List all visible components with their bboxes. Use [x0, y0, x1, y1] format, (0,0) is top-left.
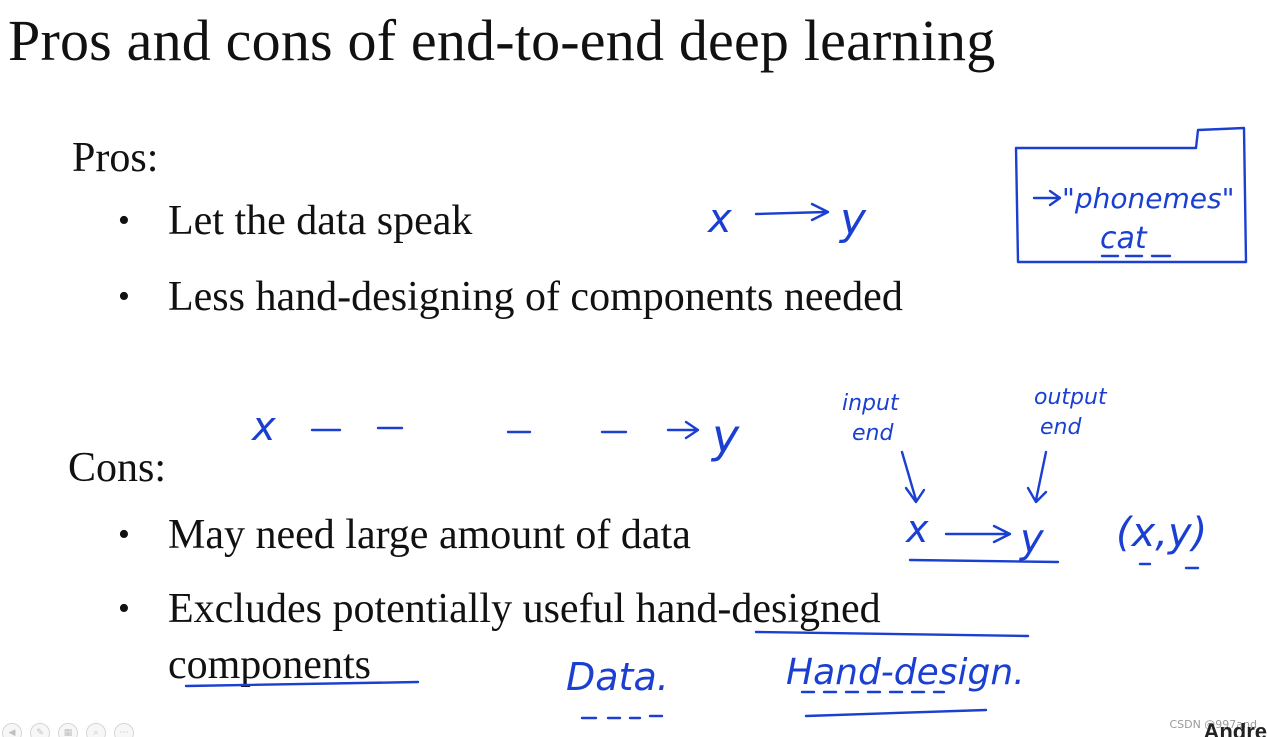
slides-control-icon[interactable]: ▦	[58, 723, 78, 737]
bullet-text: Let the data speak	[168, 198, 473, 244]
pros-label: Pros:	[72, 135, 159, 181]
cons-bullet-2-continuation: components	[168, 642, 371, 688]
data-underline	[580, 714, 664, 720]
cat-text: cat	[1100, 221, 1148, 256]
bullet-text: May need large amount of data	[168, 512, 691, 558]
phonemes-arrow	[1032, 189, 1062, 207]
author-fragment: Andre	[1203, 719, 1267, 737]
hand-design-underline	[804, 708, 988, 718]
slide-title: Pros and cons of end-to-end deep learnin…	[8, 8, 996, 73]
output-label: output	[1034, 385, 1108, 410]
phonemes-box	[1014, 126, 1248, 264]
pair-mark: (x,y)	[1116, 510, 1207, 556]
pair-underline	[1138, 562, 1200, 570]
more-control-icon[interactable]: ⋯	[114, 723, 134, 737]
pros-y-mark: y	[838, 194, 867, 245]
dashed-arrow	[310, 420, 700, 440]
bullet-dot: •	[118, 278, 130, 315]
input-label: input	[842, 391, 900, 416]
csdn-watermark: CSDN @997and	[1169, 718, 1257, 731]
bullet-dot: •	[118, 516, 130, 553]
bullet-text: Less hand-designing of components needed	[168, 274, 903, 320]
pros-x-mark: x	[706, 196, 732, 242]
input-arrow	[900, 450, 926, 504]
hand-design-mark: Hand-design.	[786, 652, 1025, 693]
cons-label: Cons:	[68, 445, 167, 491]
dashed-y-mark: y	[710, 409, 740, 463]
output-arrow	[1026, 450, 1048, 504]
cons-underline	[908, 558, 1060, 564]
data-mark: Data.	[566, 655, 669, 699]
cons-y-mark: y	[1019, 516, 1045, 562]
prev-control-icon[interactable]: ◀	[2, 723, 22, 737]
pros-arrow	[754, 202, 830, 222]
input-end-label: end	[852, 421, 894, 446]
bullet-dot: •	[118, 590, 130, 627]
bullet-dot: •	[118, 202, 130, 239]
dashed-x-mark: x	[250, 404, 276, 450]
cons-x-mark: x	[905, 507, 929, 551]
player-controls: ◀ ✎ ▦ ⌕ ⋯	[0, 723, 140, 737]
phonemes-text: "phonemes"	[1062, 182, 1234, 215]
cons-arrow	[944, 524, 1012, 544]
pen-control-icon[interactable]: ✎	[30, 723, 50, 737]
bullet-text: Excludes potentially useful hand-designe…	[168, 586, 881, 632]
output-end-label: end	[1040, 415, 1082, 440]
zoom-control-icon[interactable]: ⌕	[86, 723, 106, 737]
